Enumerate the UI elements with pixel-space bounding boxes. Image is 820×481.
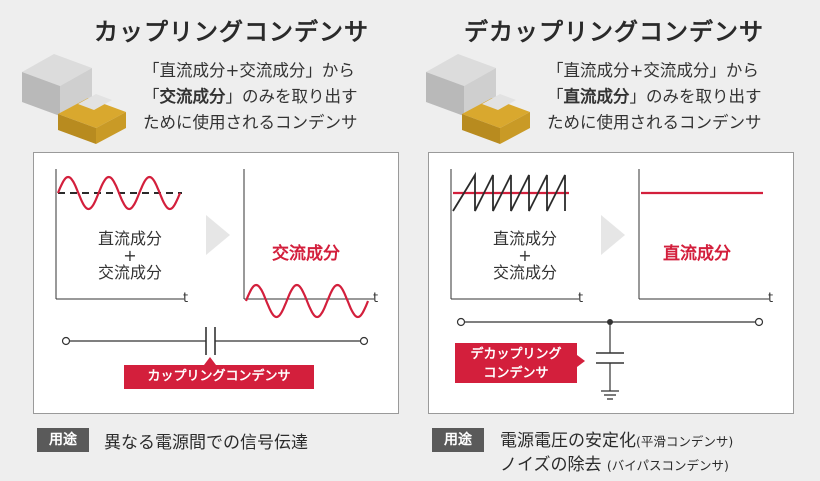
input-label: 直流成分 + 交流成分 [477, 229, 573, 283]
output-label: 直流成分 [663, 244, 731, 264]
quote-open: 「 [547, 87, 564, 106]
decoupling-diagram [450, 169, 769, 400]
coupling-capacitor-tag: カップリングコンデンサ [124, 365, 314, 389]
usage-bypass-note: (バイパスコンデンサ) [606, 458, 729, 473]
input-waveform [56, 175, 182, 211]
highlight-ac-component: 交流成分 [159, 87, 226, 106]
axis-t-label: t [373, 291, 379, 306]
desc-line-2-rest: 」のみを取り出す [629, 87, 762, 106]
capacitor-chip-illustration [22, 54, 126, 144]
tag-line-1: デカップリング [470, 347, 562, 362]
decoupling-capacitor-tag: デカップリング コンデンサ [455, 343, 577, 383]
plus-label: + [518, 246, 532, 265]
coupling-diagram [55, 169, 374, 365]
coupling-title: カップリングコンデンサ [94, 18, 369, 46]
tag-line-2: コンデンサ [483, 366, 549, 381]
usage-text-2: ノイズの除去 (バイパスコンデンサ) [500, 450, 729, 475]
axis-t-label: t [768, 291, 774, 306]
quote-open: 「 [143, 87, 160, 106]
coupling-panel: カップリングコンデンサ 「直流成分+交流成分」から 「交流成分」のみを取り出す … [22, 18, 399, 453]
decoupling-diagram-box: 直流成分 + 交流成分 t t 直流成分 デカップリング コンデンサ [428, 152, 794, 414]
desc-line-2: 「直流成分」のみを取り出す [547, 84, 762, 110]
input-waveform [452, 171, 566, 212]
arrow-chevron-icon [601, 215, 625, 255]
dc-component-label: 直流成分 [97, 229, 162, 248]
desc-line-2-rest: 」のみを取り出す [225, 87, 358, 106]
usage-text-1: 電源電圧の安定化(平滑コンデンサ) [500, 426, 733, 451]
ac-component-label: 交流成分 [492, 263, 557, 282]
input-label: 直流成分 + 交流成分 [82, 229, 178, 283]
usage-text: 異なる電源間での信号伝達 [104, 433, 308, 453]
capacitor-chip-illustration [426, 54, 530, 144]
desc-line-1: 「直流成分+交流成分」から [547, 61, 759, 80]
plus-label: + [123, 246, 137, 265]
output-waveform [244, 283, 370, 319]
usage-badge: 用途 [432, 428, 484, 452]
dc-component-label: 直流成分 [492, 229, 557, 248]
usage-smoothing-note: (平滑コンデンサ) [636, 434, 734, 449]
usage-stabilization: 電源電圧の安定化 [500, 431, 636, 451]
decoupling-description: 「直流成分+交流成分」から 「直流成分」のみを取り出す ために使用されるコンデン… [547, 58, 762, 136]
desc-line-2: 「交流成分」のみを取り出す [143, 84, 358, 110]
desc-line-3: ために使用されるコンデンサ [547, 113, 762, 132]
highlight-dc-component: 直流成分 [563, 87, 630, 106]
ac-component-label: 交流成分 [97, 263, 162, 282]
decoupling-panel: デカップリングコンデンサ 「直流成分+交流成分」から 「直流成分」のみを取り出す… [410, 0, 820, 481]
coupling-diagram-box: 直流成分 + 交流成分 t t 交流成分 カップリングコンデンサ [33, 152, 399, 414]
usage-noise-removal: ノイズの除去 [500, 455, 602, 475]
axis-t-label: t [183, 291, 189, 306]
desc-line-1: 「直流成分+交流成分」から [143, 61, 355, 80]
output-label: 交流成分 [272, 244, 340, 264]
decoupling-title: デカップリングコンデンサ [464, 18, 764, 46]
coupling-description: 「直流成分+交流成分」から 「交流成分」のみを取り出す ために使用されるコンデン… [143, 58, 358, 136]
usage-badge: 用途 [37, 428, 89, 452]
desc-line-3: ために使用されるコンデンサ [143, 113, 358, 132]
arrow-chevron-icon [206, 215, 230, 255]
axis-t-label: t [578, 291, 584, 306]
